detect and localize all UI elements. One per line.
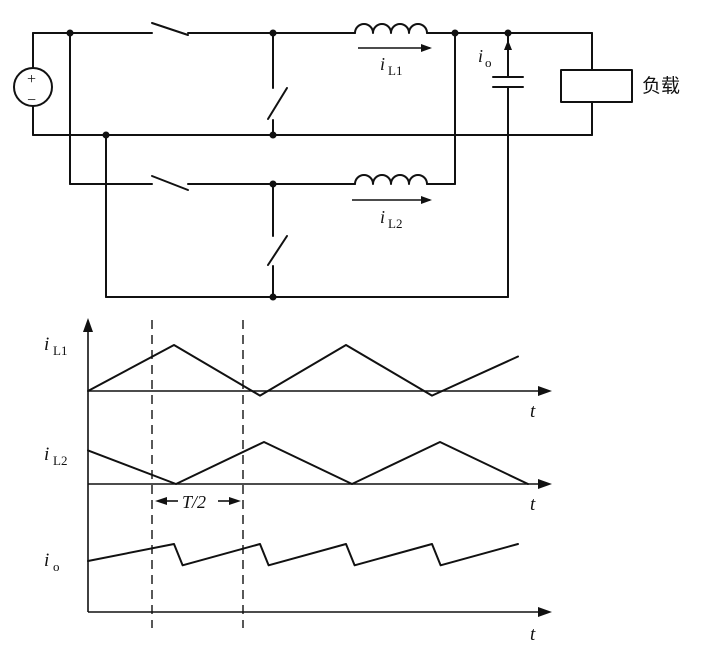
load-label: 负载 (642, 75, 680, 97)
svg-text:L1: L1 (53, 343, 67, 358)
waveform-io (87, 543, 519, 567)
inductor-l1-icon (354, 23, 428, 34)
time-label-1: t (530, 401, 536, 422)
svg-text:L2: L2 (388, 216, 402, 231)
source-minus-sign: − (27, 92, 36, 109)
waveform-plot: t t t T/2 i L1 i L2 i o (44, 318, 552, 645)
label-il1-plot: i L1 (44, 334, 67, 358)
label-io-plot: i o (44, 550, 60, 574)
period-label: T/2 (182, 492, 206, 512)
svg-text:i: i (44, 334, 49, 355)
waveform-il1 (87, 344, 519, 397)
svg-text:L1: L1 (388, 63, 402, 78)
svg-text:o: o (485, 55, 492, 70)
inductor-l2-icon (354, 174, 428, 185)
svg-text:o: o (53, 559, 60, 574)
circuit-diagram: + − i L1 i o (13, 22, 680, 301)
svg-text:i: i (380, 207, 385, 227)
svg-text:i: i (44, 550, 49, 571)
svg-text:i: i (380, 54, 385, 74)
waveform-il2 (87, 441, 529, 485)
svg-text:i: i (44, 444, 49, 465)
label-io-circuit: i o (478, 46, 492, 70)
time-label-3: t (530, 624, 536, 645)
svg-text:i: i (478, 46, 483, 66)
switch-s2-icon (267, 87, 288, 120)
switch-s3-icon (151, 175, 189, 191)
label-il2-plot: i L2 (44, 444, 67, 468)
switch-s4-icon (267, 235, 288, 266)
source-plus-sign: + (27, 71, 36, 88)
label-il1-circuit: i L1 (380, 54, 402, 78)
switch-s1-icon (151, 22, 189, 36)
load-box (560, 69, 633, 103)
label-il2-circuit: i L2 (380, 207, 402, 231)
svg-text:L2: L2 (53, 453, 67, 468)
time-label-2: t (530, 494, 536, 515)
